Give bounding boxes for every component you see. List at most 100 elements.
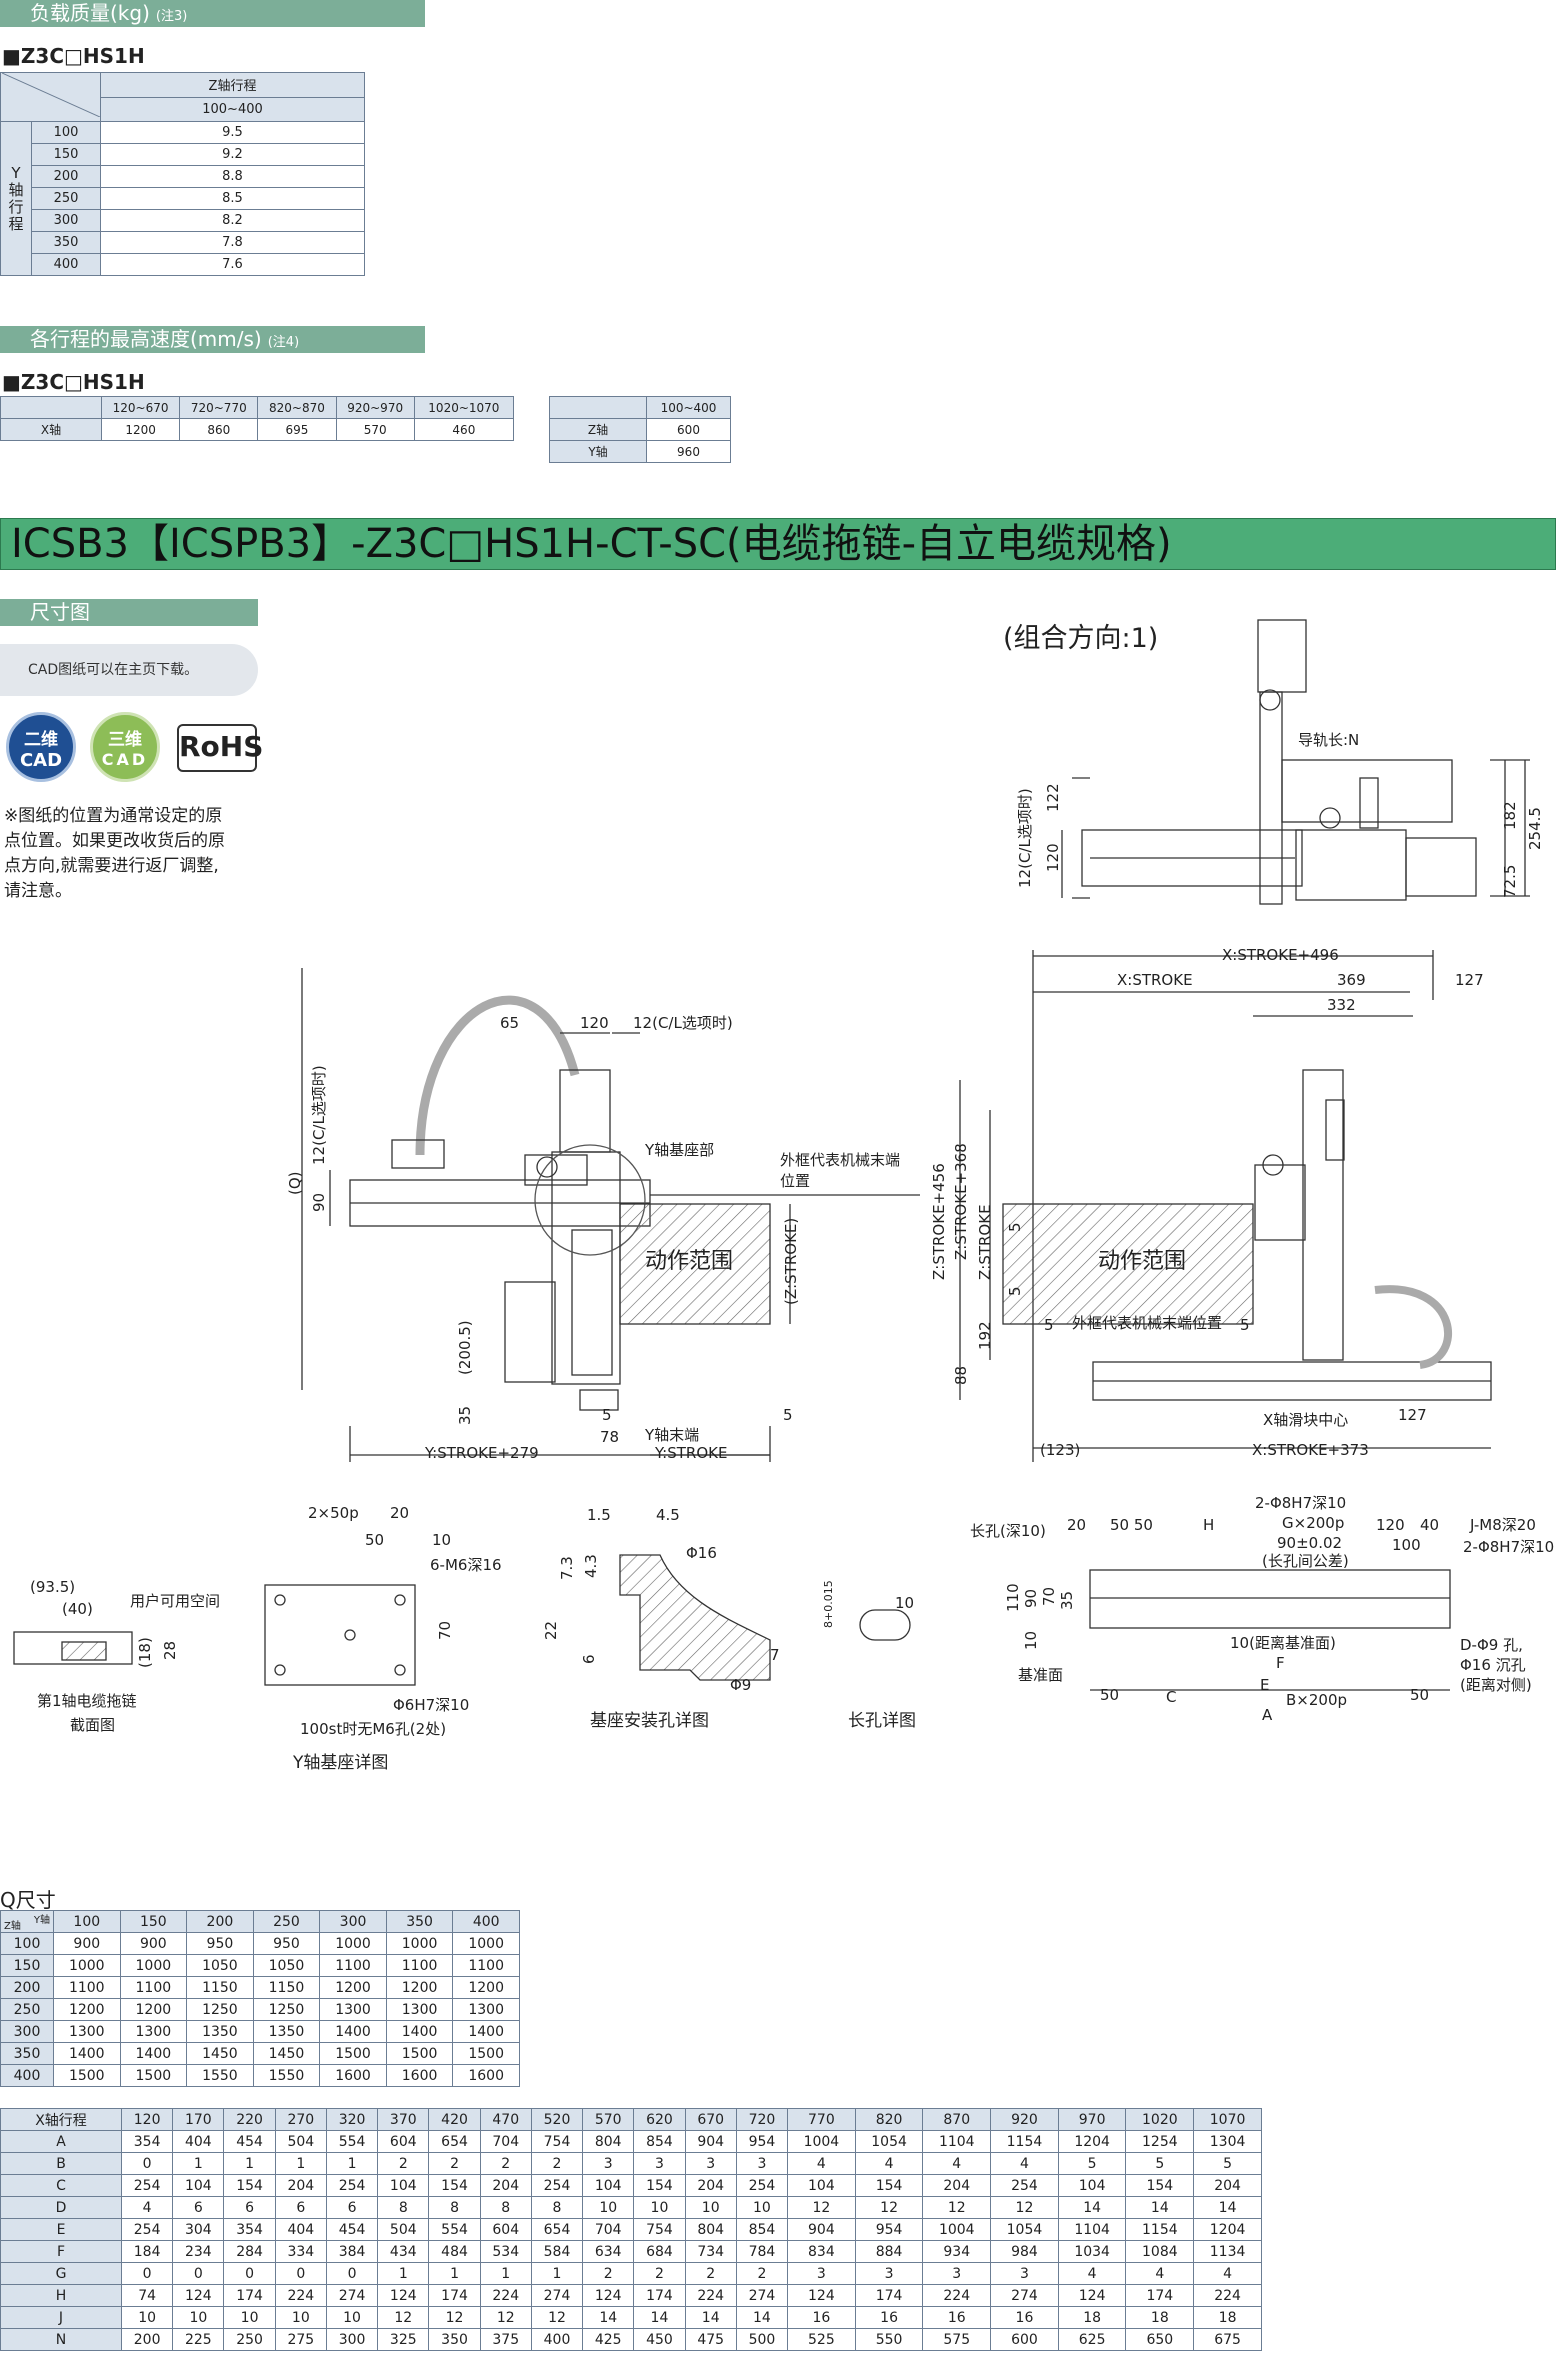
q-cell: 950 bbox=[252, 1932, 321, 1955]
y-axis-label-speed: Y轴 bbox=[549, 440, 647, 463]
x-cell: 154 bbox=[633, 2174, 686, 2197]
x-cell: 475 bbox=[684, 2328, 737, 2351]
q-cell: 1500 bbox=[319, 2042, 387, 2065]
x-cell: 584 bbox=[530, 2240, 584, 2263]
x-speed: 570 bbox=[335, 418, 415, 441]
x-cell: 404 bbox=[172, 2130, 225, 2153]
x-col-header: 670 bbox=[684, 2108, 737, 2131]
dimension-drawings: (组合方向:1) 导轨长:N 122 120 12(C/L选项时) 182 25… bbox=[13, 619, 1554, 1773]
q-col-header: 350 bbox=[385, 1910, 454, 1933]
label-d5e: 5 bbox=[1044, 1316, 1054, 1334]
q-col-header: 400 bbox=[452, 1910, 520, 1933]
x-cell: 10 bbox=[582, 2196, 635, 2219]
x-cell: 604 bbox=[377, 2130, 430, 2153]
combo-direction: (组合方向:1) bbox=[1003, 623, 1158, 654]
x-cell: 124 bbox=[172, 2284, 225, 2307]
q-cell: 1250 bbox=[186, 1998, 254, 2021]
x-cell: 954 bbox=[735, 2130, 789, 2153]
label-rail: 导轨长:N bbox=[1298, 731, 1359, 749]
x-cell: 5 bbox=[1193, 2152, 1262, 2175]
x-cell: 234 bbox=[172, 2240, 225, 2263]
load-row-value: 9.2 bbox=[100, 143, 365, 166]
x-cell: 654 bbox=[530, 2218, 584, 2241]
x-cell: 2 bbox=[377, 2152, 430, 2175]
z-column bbox=[1259, 691, 1283, 905]
x-cell: 274 bbox=[735, 2284, 789, 2307]
q-cell: 1550 bbox=[252, 2064, 321, 2087]
q-cell: 1300 bbox=[119, 2020, 188, 2043]
x-cell: 174 bbox=[223, 2284, 276, 2307]
cad-3d-badge[interactable]: 三维 CAD bbox=[90, 712, 160, 782]
x-cell: 454 bbox=[325, 2218, 379, 2241]
x-cell: 124 bbox=[377, 2284, 430, 2307]
label-zstroke-v: (Z:STROKE) bbox=[782, 1218, 800, 1305]
x-cell: 10 bbox=[735, 2196, 789, 2219]
label-d72: 72.5 bbox=[1501, 865, 1519, 898]
x-cell: 704 bbox=[479, 2130, 532, 2153]
q-row-header: 200 bbox=[0, 1976, 54, 1999]
x-cell: 1054 bbox=[854, 2130, 924, 2153]
x-cell: 754 bbox=[530, 2130, 584, 2153]
x-cell: 1254 bbox=[1125, 2130, 1195, 2153]
x-cell: 6 bbox=[325, 2196, 379, 2219]
label-ybase: Y轴基座部 bbox=[644, 1141, 714, 1159]
q-row-header: 300 bbox=[0, 2020, 54, 2043]
label-d7: 7 bbox=[770, 1646, 780, 1664]
dims-section-title: 尺寸图 bbox=[30, 600, 90, 624]
z-axis-right bbox=[1302, 1069, 1344, 1361]
x-cell: 4 bbox=[922, 2152, 992, 2175]
load-row-stroke: 200 bbox=[31, 165, 101, 188]
x-cell: 1 bbox=[530, 2262, 584, 2285]
label-slotdepth: 长孔(深10) bbox=[970, 1522, 1046, 1540]
z-axis-column bbox=[551, 1151, 621, 1385]
x-cell: 5 bbox=[1057, 2152, 1127, 2175]
label-d5c: 5 bbox=[1006, 1222, 1024, 1232]
dims-section-bar: 尺寸图 bbox=[0, 599, 258, 626]
label-xs373: X:STROKE+373 bbox=[1252, 1441, 1369, 1459]
x-cell: 625 bbox=[1057, 2328, 1127, 2351]
x-cell: 12 bbox=[377, 2306, 430, 2329]
corner-diagonal bbox=[1, 72, 100, 118]
label-user: 用户可用空间 bbox=[130, 1592, 220, 1610]
x-cell: 254 bbox=[530, 2174, 584, 2197]
label-d5050: 50 50 bbox=[1110, 1516, 1153, 1534]
load-row-stroke: 250 bbox=[31, 187, 101, 210]
x-cell: 325 bbox=[377, 2328, 430, 2351]
label-zs: Z:STROKE bbox=[976, 1204, 994, 1280]
label-d120b: 120 bbox=[580, 1014, 609, 1032]
q-cell: 1450 bbox=[186, 2042, 254, 2065]
q-row-header: 100 bbox=[0, 1932, 54, 1955]
x-row-header: F bbox=[0, 2240, 122, 2263]
label-dphi9: D-Φ9 孔, bbox=[1460, 1636, 1523, 1654]
cad-2d-badge[interactable]: 二维 CAD bbox=[6, 712, 76, 782]
q-cell: 1200 bbox=[53, 1998, 121, 2021]
x-cell: 4 bbox=[1057, 2262, 1127, 2285]
q-cell: 1600 bbox=[319, 2064, 387, 2087]
x-range: 120~670 bbox=[100, 396, 181, 419]
x-cell: 124 bbox=[787, 2284, 856, 2307]
label-d122: 122 bbox=[1044, 783, 1062, 812]
x-cell: 104 bbox=[172, 2174, 225, 2197]
x-cell: 6 bbox=[172, 2196, 225, 2219]
q-cell: 1300 bbox=[452, 1998, 520, 2021]
q-cell: 1200 bbox=[385, 1976, 454, 1999]
label-tolslot: (长孔间公差) bbox=[1262, 1552, 1349, 1570]
load-row-value: 7.6 bbox=[100, 253, 365, 276]
label-phi16: Φ16 bbox=[686, 1544, 717, 1562]
label-d369: 369 bbox=[1337, 971, 1366, 989]
q-cell: 1300 bbox=[53, 2020, 121, 2043]
x-cell: 0 bbox=[172, 2262, 225, 2285]
label-d65: 65 bbox=[500, 1014, 519, 1032]
x-cell: 450 bbox=[633, 2328, 686, 2351]
q-cell: 1500 bbox=[119, 2064, 188, 2087]
label-f: F bbox=[1276, 1654, 1285, 1672]
q-cell: 1200 bbox=[452, 1976, 520, 1999]
bolt-circle bbox=[1259, 689, 1281, 711]
x-cell: 504 bbox=[274, 2130, 327, 2153]
x-cell: 225 bbox=[172, 2328, 225, 2351]
label-e: E bbox=[1260, 1676, 1269, 1694]
label-d332: 332 bbox=[1327, 996, 1356, 1014]
x-cell: 284 bbox=[223, 2240, 276, 2263]
x-col-header: 220 bbox=[223, 2108, 276, 2131]
